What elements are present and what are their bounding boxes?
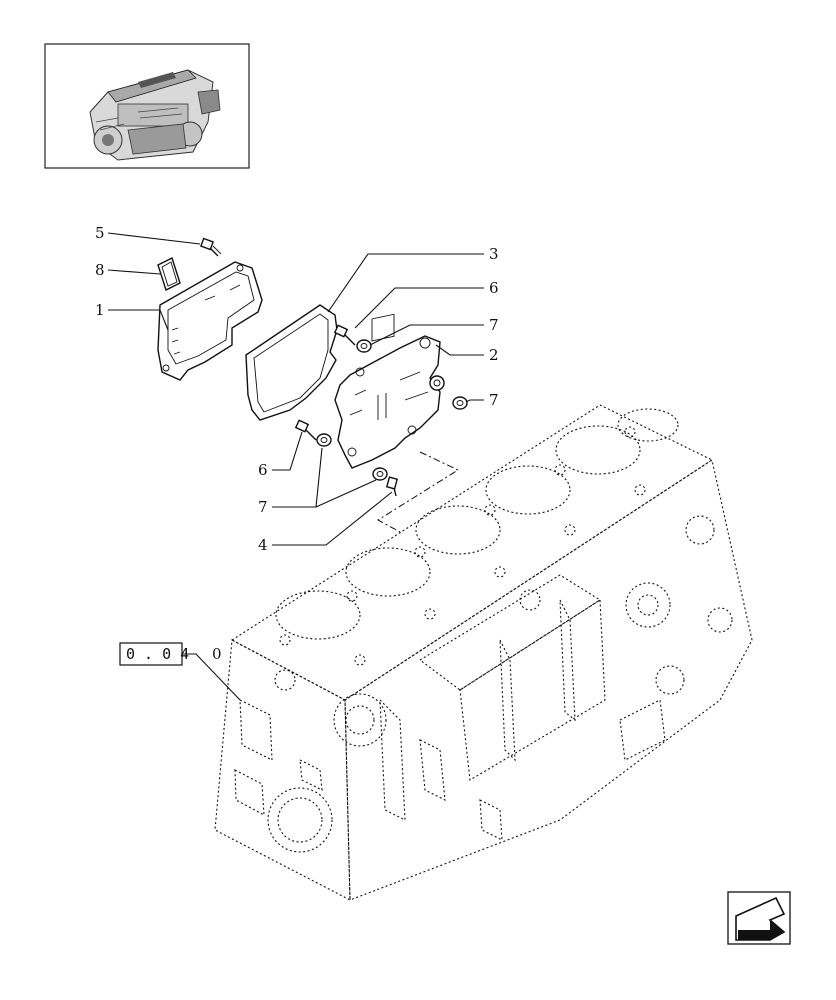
reference-link[interactable]: 0 . 0 4 0 <box>119 642 222 666</box>
engine-thumbnail-icon[interactable] <box>44 43 250 169</box>
callout-8: 8 <box>95 261 105 279</box>
part-7-washer-upper <box>356 339 372 353</box>
reference-box-text: 0 . 0 4 <box>126 645 189 663</box>
part-3-gasket <box>245 304 338 421</box>
leader-lines <box>107 232 484 701</box>
callout-3: 3 <box>489 245 499 263</box>
next-page-arrow-icon[interactable] <box>727 891 791 945</box>
part-1-ecu <box>157 261 263 381</box>
part-6-bolt-upper <box>333 324 356 346</box>
callout-7: 7 <box>489 391 499 409</box>
callout-6: 6 <box>489 279 499 297</box>
callout-6: 6 <box>258 461 268 479</box>
engine-block <box>214 404 753 901</box>
part-6-bolt-lower <box>294 419 317 441</box>
callout-2: 2 <box>489 346 499 364</box>
part-2-mounting-plate <box>334 313 445 469</box>
part-4-stud <box>385 476 399 497</box>
callout-5: 5 <box>95 224 105 242</box>
callout-7: 7 <box>489 316 499 334</box>
part-5-screw <box>200 237 222 257</box>
callout-1: 1 <box>95 301 105 319</box>
part-8-seal <box>157 257 181 291</box>
reference-suffix: 0 <box>212 645 222 663</box>
callout-7: 7 <box>258 498 268 516</box>
callout-4: 4 <box>258 536 268 554</box>
part-7-washer-lower <box>316 433 388 481</box>
part-7-washer-right <box>452 396 468 410</box>
assembly-guide-line <box>377 451 460 533</box>
